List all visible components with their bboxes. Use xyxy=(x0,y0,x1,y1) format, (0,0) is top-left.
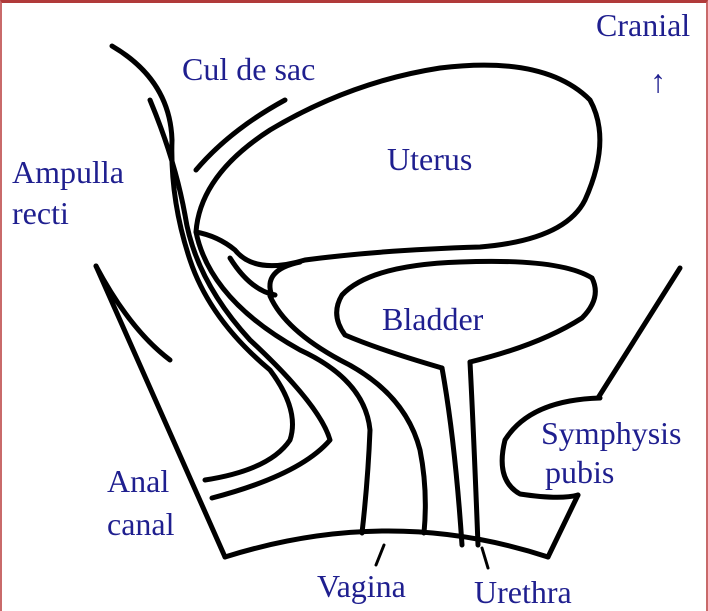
rectum-anterior-wall xyxy=(150,100,330,498)
pubis-label: pubis xyxy=(545,454,614,490)
uterus-label: Uterus xyxy=(387,141,472,177)
right-lower-wall xyxy=(548,495,578,557)
cul-de-sac-label: Cul de sac xyxy=(182,51,315,87)
canal-label: canal xyxy=(107,506,175,542)
right-pelvic-wall xyxy=(598,268,680,398)
vagina-posterior-wall xyxy=(196,232,370,533)
cranial-arrow-icon: ↑ xyxy=(650,63,666,99)
cranial-label: Cranial xyxy=(596,7,690,43)
vagina-pointer xyxy=(376,545,384,565)
bladder-label: Bladder xyxy=(382,301,484,337)
ampulla-label: Ampulla xyxy=(12,154,124,190)
urethra-right-wall xyxy=(470,362,478,545)
vagina-label: Vagina xyxy=(317,568,406,604)
recti-label: recti xyxy=(12,195,69,231)
perineum-curve xyxy=(225,531,548,557)
urethra-label: Urethra xyxy=(474,574,572,610)
urethra-pointer xyxy=(482,548,488,568)
symphysis-label: Symphysis xyxy=(541,415,681,451)
anal-label: Anal xyxy=(107,463,169,499)
urethra-left-wall xyxy=(442,368,462,545)
cul-de-sac-curve xyxy=(196,100,285,170)
